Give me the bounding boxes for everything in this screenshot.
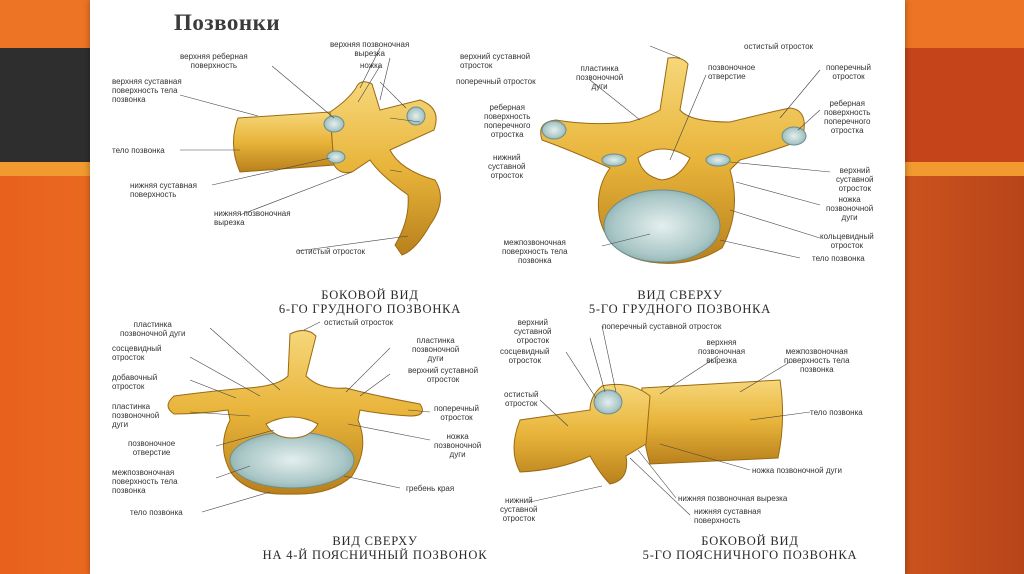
slide: Позвонки (90, 0, 905, 574)
label-body-bl: тело позвонка (130, 508, 183, 517)
label-transverse-bl: поперечный отросток (434, 404, 479, 422)
label-costal-tr: реберная поверхность поперечного отростк… (824, 99, 871, 135)
label-pedicle-bl: ножка позвоночной дуги (434, 432, 482, 459)
slide-title: Позвонки (174, 10, 281, 35)
label-disc-surface-br: межпозвоночная поверхность тела позвонка (784, 347, 850, 374)
label-mammillary-bl: сосцевидный отросток (112, 344, 162, 362)
thoracic-lateral-figure (233, 81, 441, 256)
lumbar-superior-figure (167, 330, 423, 495)
label-rim-bl: гребень края (406, 484, 455, 493)
label-lamina3-bl: пластинка позвоночной дуги (112, 402, 160, 429)
label-inf-art-surface-br: нижняя суставная поверхность (694, 507, 761, 525)
label-inf-art-surface-tl: нижняя суставная поверхность (130, 181, 197, 199)
label-sup-art-body: верхняя суставная поверхность тела позво… (112, 77, 182, 104)
right-band (905, 48, 1024, 162)
label-transverse-tl: поперечный отросток (456, 77, 536, 86)
caption-thoracic-superior: ВИД СВЕРХУ 5-ГО ГРУДНОГО ПОЗВОНКА (588, 288, 772, 316)
lumbar-lateral-figure (513, 379, 784, 485)
label-inf-articular-tl: нижний суставной отросток (488, 153, 526, 180)
label-mammillary-br: сосцевидный отросток (500, 347, 550, 365)
label-notch-lower-br: нижняя позвоночная вырезка (678, 494, 788, 503)
label-disc-surface-bl: межпозвоночная поверхность тела позвонка (112, 468, 178, 495)
label-lamina-tr: пластинка позвоночной дуги (576, 64, 624, 91)
label-pedicle-tl: ножка (360, 61, 383, 70)
label-sup-articular-tr: верхний суставной отросток (836, 166, 874, 193)
label-sup-articular-tl: верхний суставной отросток (460, 52, 531, 70)
label-sup-articular-bl: верхний суставной отросток (408, 366, 479, 384)
caption-thoracic-lateral: БОКОВОЙ ВИД 6-ГО ГРУДНОГО ПОЗВОНКА (278, 288, 462, 316)
label-lamina2-bl: пластинка позвоночной дуги (412, 336, 460, 363)
label-spinous-br: остистый отросток (504, 390, 539, 408)
vertebrae-illustrations (167, 45, 831, 516)
label-costal-transverse: реберная поверхность поперечного отростк… (484, 103, 531, 139)
label-body-br: тело позвонка (810, 408, 863, 417)
label-spinous-bl: остистый отросток (324, 318, 394, 327)
label-inf-articular-br: нижний суставной отросток (500, 496, 538, 523)
leader-lines (179, 45, 831, 516)
label-spinous-tl: остистый отросток (296, 247, 366, 256)
label-transverse-tr: поперечный отросток (826, 63, 871, 81)
label-costal-upper: верхняя реберная поверхность (180, 52, 248, 70)
label-spinous-tr: остистый отросток (744, 42, 814, 51)
label-disc-surface-tr: межпозвоночная поверхность тела позвонка (502, 238, 568, 265)
label-foramen-tr: позвоночное отверстие (708, 63, 756, 81)
label-notch-upper-tl: верхняя позвоночная вырезка (330, 40, 410, 58)
label-notch-lower-tl: нижняя позвоночная вырезка (214, 209, 291, 227)
label-body-tl: тело позвонка (112, 146, 165, 155)
label-pedicle-br: ножка позвоночной дуги (752, 466, 842, 475)
label-lamina-bl: пластинка позвоночной дуги (120, 320, 186, 338)
thoracic-superior-figure (540, 57, 807, 264)
caption-lumbar-lateral: БОКОВОЙ ВИД 5-ГО ПОЯСНИЧНОГО ПОЗВОНКА (642, 534, 858, 562)
label-body-tr: тело позвонка (812, 254, 865, 263)
label-pedicle-tr: ножка позвоночной дуги (826, 195, 874, 222)
caption-lumbar-superior: ВИД СВЕРХУ НА 4-Й ПОЯСНИЧНЫЙ ПОЗВОНОК (262, 534, 488, 562)
label-notch-upper-br: верхняя позвоночная вырезка (698, 338, 746, 365)
label-annular-tr: кольцевидный отросток (820, 232, 874, 250)
label-sup-articular-br: верхний суставной отросток (514, 318, 552, 345)
label-transverse-art-br: поперечный суставной отросток (602, 322, 722, 331)
label-accessory-bl: добавочный отросток (112, 373, 158, 391)
label-foramen-bl: позвоночное отверстие (128, 439, 176, 457)
